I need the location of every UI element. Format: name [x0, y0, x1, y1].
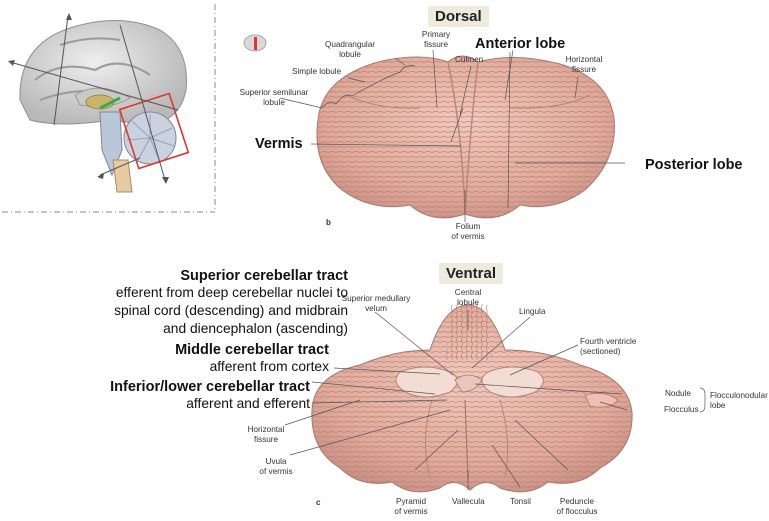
label-culmen: Culmen	[455, 55, 484, 64]
label-vallecula: Vallecula	[452, 497, 485, 506]
dorsal-title: Dorsal	[428, 6, 489, 27]
ventral-cerebellum-illustration	[311, 302, 633, 493]
orientation-arrows	[9, 15, 179, 181]
label-peduncle-of-flocculus: Peduncle of flocculus	[556, 497, 598, 516]
inset-frame	[2, 4, 216, 213]
label-tonsil: Tonsil	[510, 497, 531, 506]
label-folium-of-vermis: Folium of vermis	[451, 222, 485, 241]
inferior-tract-block: Inferior/lower cerebellar tract afferent…	[110, 379, 310, 413]
superior-tract-title: Superior cerebellar tract	[180, 268, 348, 284]
highlight-box	[118, 92, 190, 170]
label-nodule: Nodule	[665, 389, 691, 398]
label-vermis: Vermis	[255, 136, 303, 152]
label-flocculus: Flocculus	[664, 405, 699, 414]
inferior-tract-description: afferent and efferent	[186, 396, 310, 411]
figure-letter-b: b	[326, 218, 331, 227]
label-superior-medullary-velum: Superior medullary velum	[341, 294, 411, 313]
orientation-head-icon	[242, 33, 268, 55]
middle-tract-description: afferent from cortex	[209, 359, 329, 374]
figure-letter-c: c	[316, 498, 321, 507]
label-primary-fissure: Primary fissure	[421, 30, 451, 49]
dorsal-leader-lines	[279, 49, 625, 222]
label-superior-semilunar-lobule: Superior semilunar lobule	[239, 88, 309, 107]
middle-tract-block: Middle cerebellar tract afferent from co…	[175, 342, 329, 376]
ventral-leader-lines	[284, 310, 706, 490]
label-central-lobule: Central lobule	[454, 288, 482, 307]
inferior-tract-title: Inferior/lower cerebellar tract	[110, 379, 310, 395]
label-posterior-lobe: Posterior lobe	[645, 157, 743, 173]
label-anterior-lobe: Anterior lobe	[475, 36, 566, 52]
label-horizontal-fissure-dorsal: Horizontal fissure	[565, 55, 603, 74]
label-lingula: Lingula	[519, 307, 546, 316]
superior-tract-block: Superior cerebellar tract efferent from …	[114, 268, 348, 338]
sagittal-brain-illustration	[8, 13, 190, 193]
middle-tract-title: Middle cerebellar tract	[175, 342, 329, 358]
ventral-title: Ventral	[439, 263, 504, 284]
label-uvula-of-vermis: Uvula of vermis	[259, 457, 293, 476]
label-simple-lobule: Simple lobule	[292, 67, 342, 76]
label-fourth-ventricle: Fourth ventricle (sectioned)	[580, 337, 637, 356]
label-horizontal-fissure-ventral: Horizontal fissure	[247, 425, 285, 444]
superior-tract-description: efferent from deep cerebellar nuclei to …	[114, 285, 348, 336]
label-flocculonodular-lobe: Flocculonodular lobe	[710, 391, 768, 410]
label-quadrangular-lobule: Quadrangular lobule	[324, 40, 376, 59]
label-pyramid-of-vermis: Pyramid of vermis	[394, 497, 428, 516]
dorsal-cerebellum-illustration	[316, 55, 615, 219]
